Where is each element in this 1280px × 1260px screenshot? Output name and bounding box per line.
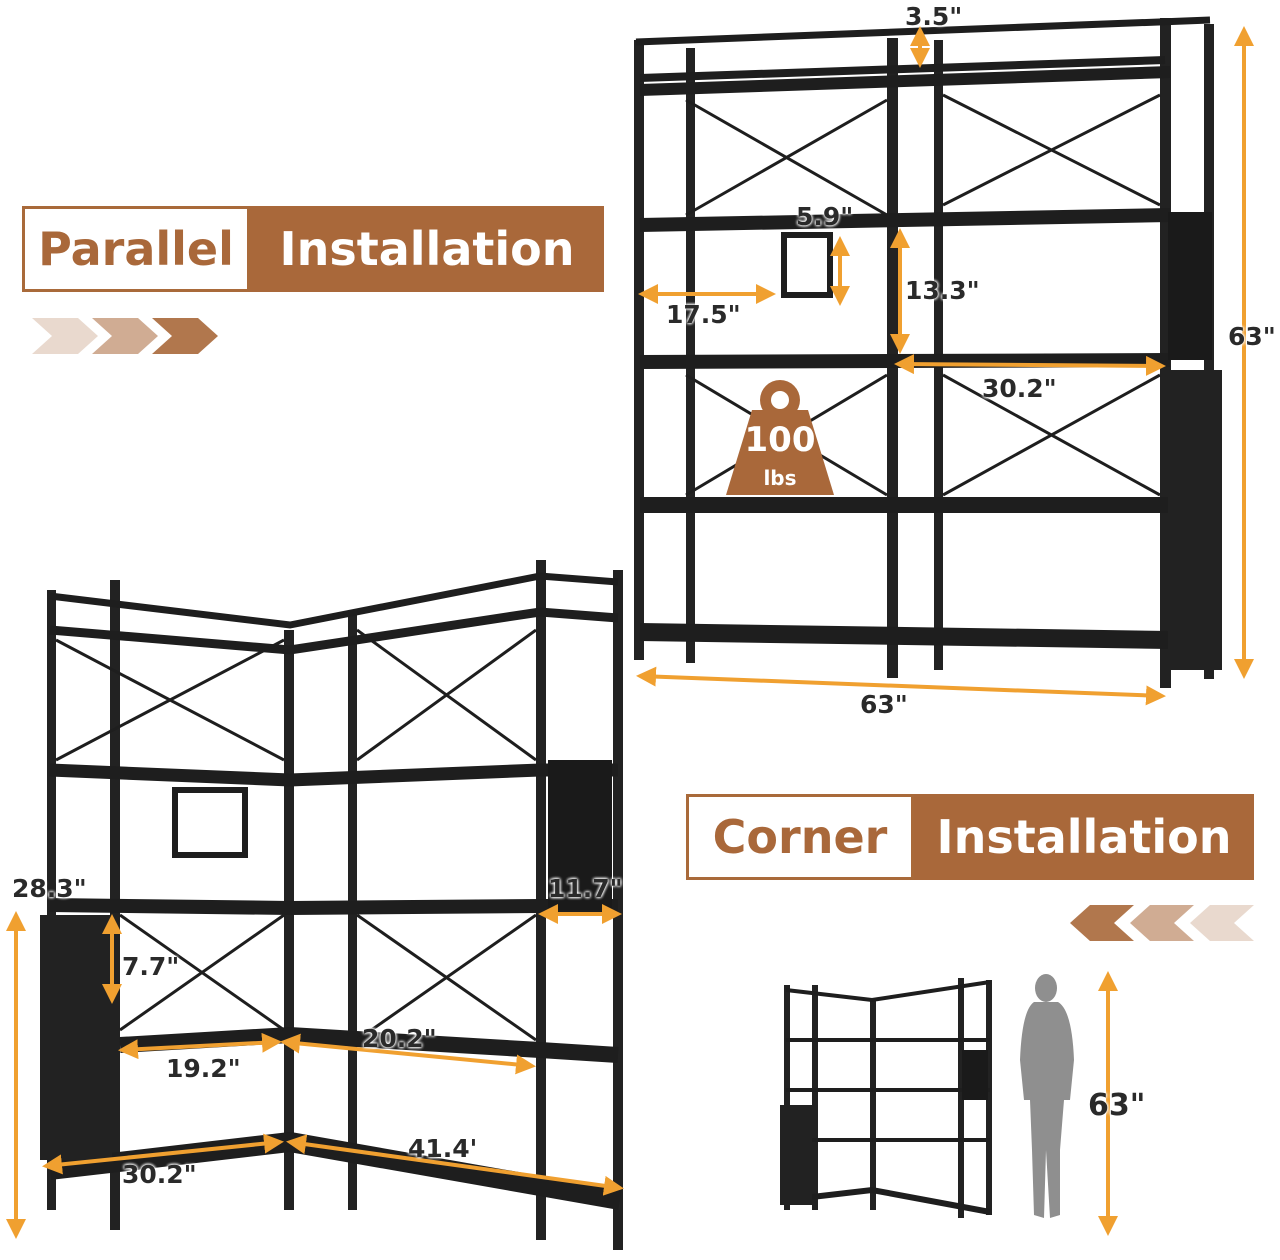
dim-side-height: 28.3" [12,874,87,903]
parallel-label: Parallel [22,206,250,292]
dim-long-b: 41.4' [408,1134,478,1163]
load-unit: lbs [763,466,797,490]
parallel-shelf-illustration [634,16,1222,688]
corner-installation-banner: Corner Installation [686,794,1254,880]
small-corner-shelf-illustration [780,978,992,1218]
dim-left-width: 17.5" [666,300,741,329]
dim-shelf-gap: 13.3" [905,276,980,305]
installation-label: Installation [250,206,604,292]
chevron-left-icon [1070,905,1254,941]
weight-icon [726,380,834,495]
dim-inner-b: 20.2" [362,1024,437,1053]
dim-inner-a: 19.2" [166,1054,241,1083]
installation-label: Installation [914,794,1254,880]
load-value: 100 [744,420,816,460]
dim-depth: 11.7" [548,874,623,903]
dim-drawer-width: 5.9" [796,202,854,231]
dim-long-a: 30.2" [122,1160,197,1189]
dim-total-width: 63" [860,690,908,719]
dim-height: 63" [1228,322,1276,351]
dim-top-gap: 3.5" [905,2,963,31]
dimension-arrows [6,25,1254,1239]
dim-gap: 7.7" [122,952,180,981]
dim-right-width: 30.2" [982,374,1057,403]
corner-label: Corner [686,794,914,880]
parallel-installation-banner: Parallel Installation [22,206,604,292]
dim-figure-height: 63" [1088,1088,1146,1123]
chevron-right-icon [32,318,218,354]
person-silhouette-icon [1020,974,1074,1218]
